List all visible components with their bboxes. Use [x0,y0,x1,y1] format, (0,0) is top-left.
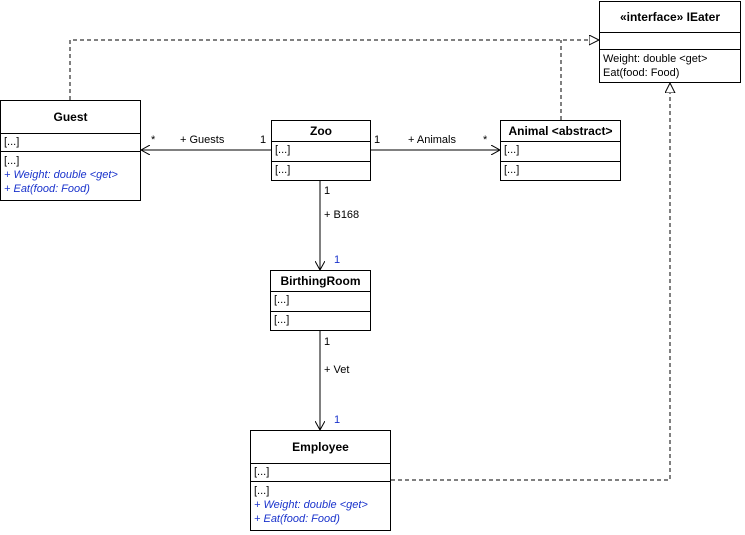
ieater-member-weight: Weight: double <get> [603,53,708,65]
employee-class-box[interactable]: Employee [...] [...] + Weight: double <g… [250,430,391,531]
b168-target-multiplicity: 1 [334,254,341,266]
guest-member-0: [...] [4,155,20,167]
zoo-attributes: [...] [272,142,370,162]
employee-class-name: Employee [251,431,390,464]
b168-role-label: + B168 [324,209,360,221]
animals-target-multiplicity: * [483,134,488,146]
ieater-stereotype: «interface» IEater [600,2,740,33]
employee-members: [...] + Weight: double <get> + Eat(food:… [251,482,390,527]
employee-member-weight: + Weight: double <get> [254,499,368,511]
guest-realization-line [69,40,599,100]
ieater-interface-box[interactable]: «interface» IEater Weight: double <get> … [599,1,741,83]
animal-attributes: [...] [501,142,620,162]
employee-attributes: [...] [251,464,390,482]
animal-class-box[interactable]: Animal <abstract> [...] [...] [500,120,621,181]
vet-target-multiplicity: 1 [334,414,341,426]
ieater-member-eat: Eat(food: Food) [603,67,680,79]
guests-role-label: + Guests [180,134,225,146]
birthing-room-class-name: BirthingRoom [271,271,370,292]
animals-role-label: + Animals [408,134,456,146]
ieater-members: Weight: double <get> Eat(food: Food) [600,50,740,81]
birthing-room-attributes: [...] [271,292,370,312]
employee-realization-line [391,83,670,481]
guest-attributes: [...] [1,134,140,152]
ieater-attributes [600,33,740,50]
vet-source-multiplicity: 1 [324,336,331,348]
guest-class-box[interactable]: Guest [...] [...] + Weight: double <get>… [0,100,141,201]
employee-member-eat: + Eat(food: Food) [254,513,340,525]
vet-role-label: + Vet [324,364,350,376]
animal-operations: [...] [504,164,520,176]
birthing-room-class-box[interactable]: BirthingRoom [...] [...] [270,270,371,331]
guest-class-name: Guest [1,101,140,134]
guest-member-weight: + Weight: double <get> [4,169,118,181]
employee-member-0: [...] [254,485,270,497]
b168-source-multiplicity: 1 [324,185,331,197]
zoo-operations: [...] [275,164,291,176]
animals-source-multiplicity: 1 [374,134,381,146]
guest-member-eat: + Eat(food: Food) [4,183,90,195]
birthing-room-operations: [...] [274,314,290,326]
guests-source-multiplicity: 1 [260,134,267,146]
zoo-class-name: Zoo [272,121,370,142]
guests-target-multiplicity: * [151,134,156,146]
zoo-class-box[interactable]: Zoo [...] [...] [271,120,371,181]
animal-class-name: Animal <abstract> [501,121,620,142]
guest-members: [...] + Weight: double <get> + Eat(food:… [1,152,140,197]
